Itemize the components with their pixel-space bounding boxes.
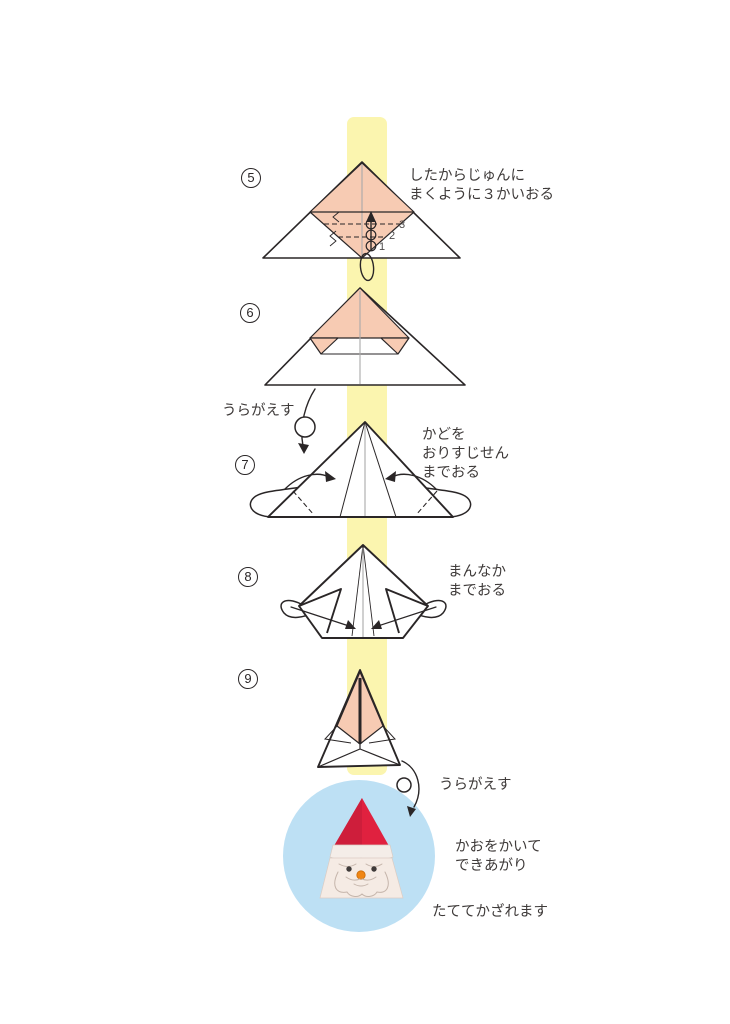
step9-bottom-v-lines (317, 744, 401, 768)
fold-order-2: 2 (389, 230, 396, 242)
flip1-arrowhead (298, 443, 309, 454)
instruction-line: おりすじせん (422, 446, 509, 462)
step8-fold-arrowhead-right (371, 620, 382, 629)
step-7-number: 7 (235, 455, 255, 475)
finish-note: かおをかいて できあがり (455, 838, 542, 876)
step9-side-folds (323, 725, 397, 744)
flip-label-1: うらがえす (222, 403, 295, 419)
step5-crease-zigzag-marks (329, 211, 340, 247)
step6-pink-left-flap (309, 337, 339, 355)
instruction-line: までおる (448, 583, 506, 599)
fold-order-1: 1 (379, 241, 386, 253)
flip-circle-icon (396, 777, 412, 793)
stand-note: たててかざれます (432, 904, 548, 920)
santa-mustache (345, 876, 377, 881)
step-7-instruction: かどを おりすじせん までおる (422, 426, 509, 483)
santa-mouth (353, 883, 369, 887)
flip-arrow-2 (396, 760, 420, 817)
step8-inner-line-left (351, 544, 364, 637)
santa-beard-outline (334, 871, 389, 897)
step-9-number: 9 (238, 669, 258, 689)
instruction-line: したからじゅんに (409, 168, 525, 184)
step-8-number: 8 (238, 567, 258, 587)
step-6-number: 6 (240, 303, 260, 323)
flip2-arrowhead (407, 806, 416, 817)
step8-fold-arrow-left (290, 606, 350, 627)
santa-photo (319, 798, 404, 899)
instruction-line: まんなか (448, 564, 506, 580)
step8-right-flap (385, 588, 429, 634)
step-6-diagram (264, 287, 466, 386)
step5-roll-coil-2 (365, 229, 377, 241)
step-7-diagram (249, 421, 472, 518)
step7-dashed-foldline-left (292, 490, 315, 516)
step7-fold-arrowhead-left (325, 471, 336, 482)
step-5-diagram (262, 161, 461, 282)
step6-pink-right-flap (380, 337, 410, 355)
fold-order-3: 3 (399, 219, 406, 231)
flip1-arrow-curve (301, 388, 316, 447)
flip-label-2: うらがえす (439, 777, 512, 793)
santa-hat-shade (334, 798, 362, 846)
step7-inner-line-left (339, 421, 366, 518)
step5-roll-arrowhead (366, 211, 376, 222)
instruction-line: までおる (422, 465, 480, 481)
flip-arrow-1 (294, 388, 316, 454)
flip2-arrow-curve (401, 760, 420, 808)
step5-roll-coil-1 (365, 240, 377, 252)
santa-eye-right (371, 866, 377, 872)
step7-outer-triangle (267, 421, 454, 518)
step7-inner-line-right (364, 421, 397, 518)
flip-circle-icon (294, 416, 316, 438)
step8-fold-arrowhead-left (345, 620, 356, 629)
finish-line: かおをかいて (455, 839, 542, 855)
step8-fold-arrow-right (377, 606, 437, 627)
step-9-diagram (317, 669, 401, 768)
finish-line: できあがり (455, 858, 528, 874)
step-8-instruction: まんなか までおる (448, 563, 506, 601)
step-5-instruction: したからじゅんに まくように３かいおる (409, 167, 554, 205)
step-8-diagram (280, 544, 447, 639)
instruction-line: まくように３かいおる (409, 187, 554, 203)
step5-roll-loop (359, 252, 375, 282)
step8-inner-line-right (362, 544, 375, 637)
step-5-number: 5 (241, 168, 261, 188)
step8-left-flap (298, 588, 342, 634)
santa-nose (356, 870, 366, 880)
step7-fold-arrowhead-right (385, 471, 396, 482)
step7-dashed-foldline-right (415, 490, 438, 516)
instruction-line: かどを (422, 427, 466, 443)
santa-eye-left (346, 866, 352, 872)
